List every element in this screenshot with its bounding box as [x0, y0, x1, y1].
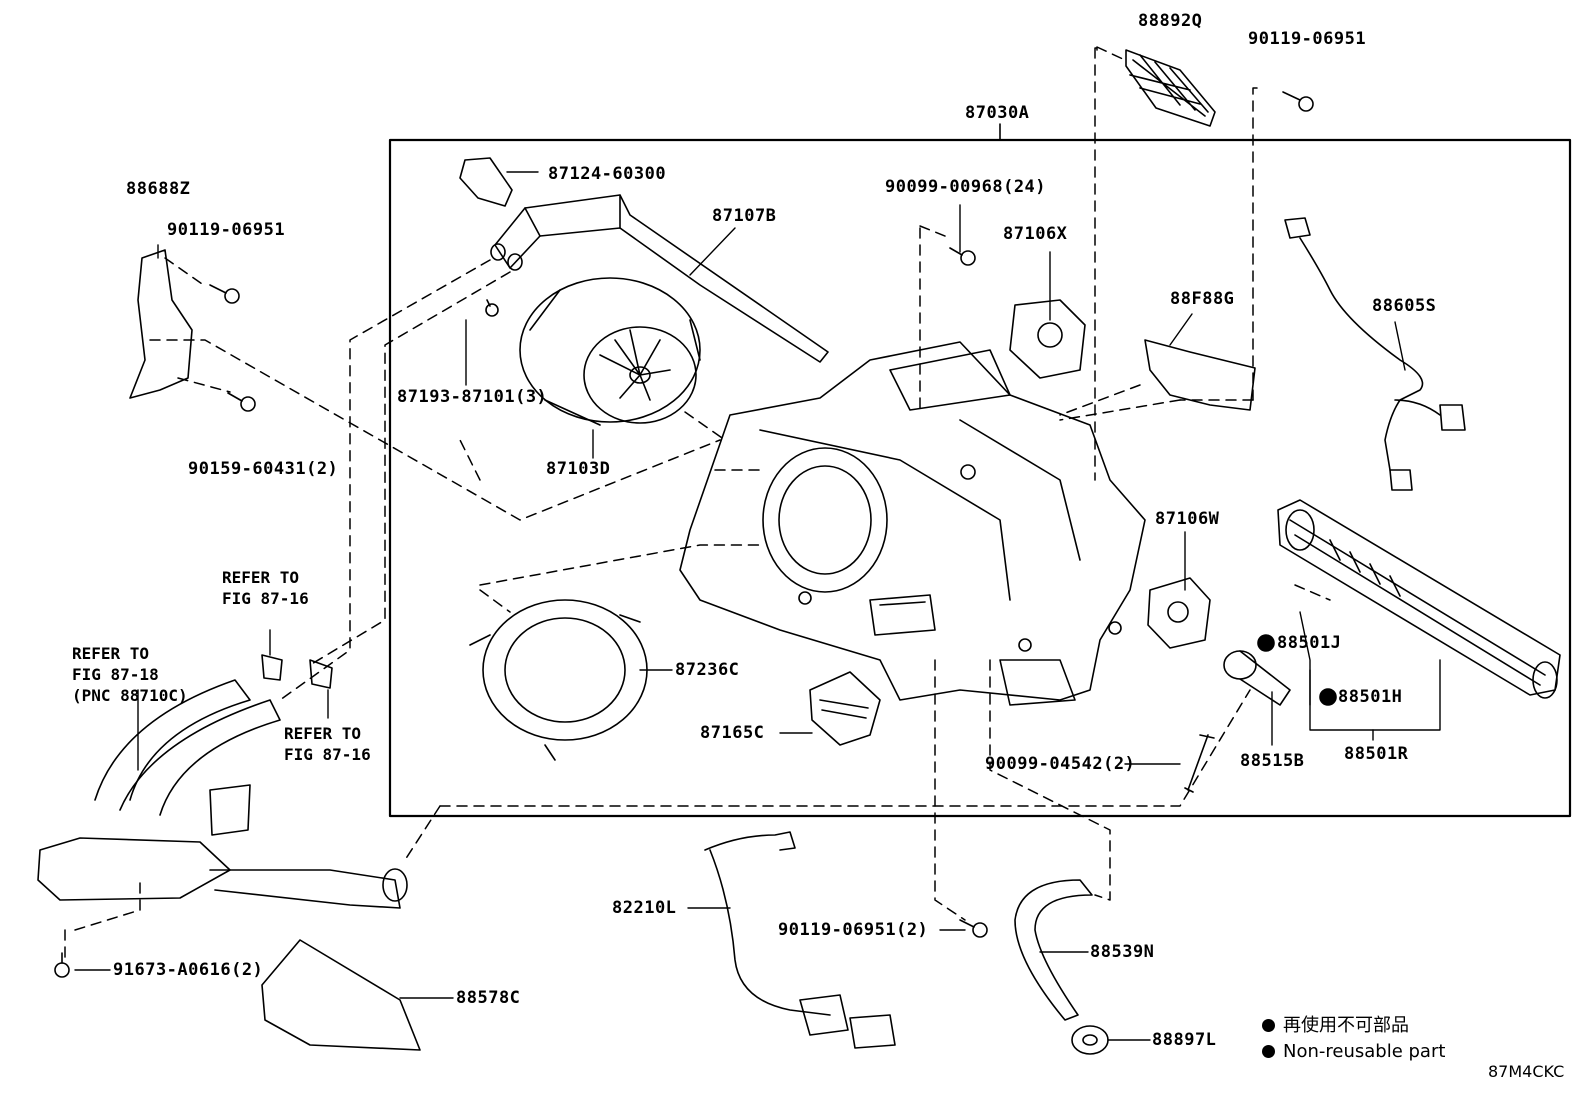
- part-refer-fig-87-18-duct: [37, 679, 408, 909]
- label-87165C: 87165C: [700, 723, 765, 743]
- figure-code: 87M4CKC: [1488, 1062, 1565, 1081]
- label-88688Z: 88688Z: [126, 179, 191, 199]
- label-88539N: 88539N: [1090, 942, 1155, 962]
- part-87124-connector: [459, 157, 513, 207]
- non-reusable-marker-88501H: [1319, 688, 1337, 706]
- label-87107B: 87107B: [712, 206, 777, 226]
- legend-non-reusable-jp: 再使用不可部品: [1262, 1014, 1409, 1038]
- label-87193-87101: 87193-87101(3): [397, 387, 548, 407]
- clip-a: [261, 654, 283, 681]
- legend-non-reusable-en: Non-reusable part: [1262, 1040, 1445, 1064]
- label-88501R: 88501R: [1344, 744, 1409, 764]
- part-82210L-harness: [704, 831, 896, 1049]
- part-87107B-duct: [490, 194, 829, 363]
- label-90099-00968: 90099-00968(24): [885, 177, 1047, 197]
- leader-lines: [74, 171, 1441, 1041]
- part-88605S-harness: [1284, 217, 1466, 491]
- legend-en-text: Non-reusable part: [1283, 1041, 1446, 1062]
- part-87106X-actuator: [1009, 299, 1086, 379]
- label-90119-06951-left: 90119-06951: [167, 220, 286, 240]
- part-88892Q-filter: [1125, 49, 1216, 127]
- label-88501J: 88501J: [1277, 633, 1342, 653]
- part-hvac-housing: [679, 341, 1146, 706]
- part-87103D-blower: [519, 277, 701, 426]
- part-90099-04542-bolt: [1184, 734, 1215, 793]
- label-88515B: 88515B: [1240, 751, 1305, 771]
- part-88539N-hose: [1014, 879, 1093, 1021]
- part-88515B-sensor: [1223, 650, 1291, 706]
- part-88501R-heater-core: [1277, 499, 1561, 699]
- label-88578C: 88578C: [456, 988, 521, 1008]
- label-88897L: 88897L: [1152, 1030, 1217, 1050]
- label-88501H: 88501H: [1338, 687, 1403, 707]
- label-90119-06951-bottom: 90119-06951(2): [778, 920, 929, 940]
- note-refer-fig-87-18: REFER TO FIG 87-18 (PNC 88710C): [72, 644, 188, 705]
- clip-b: [309, 659, 333, 689]
- legend-dot-icon: [1262, 1045, 1275, 1058]
- part-88578C-cover: [261, 939, 421, 1051]
- label-87103D: 87103D: [546, 459, 611, 479]
- note-refer-fig-87-16-b: REFER TO FIG 87-16: [284, 724, 371, 764]
- part-88F88G-bracket: [1144, 339, 1256, 411]
- label-88F88G: 88F88G: [1170, 289, 1235, 309]
- legend-jp-text: 再使用不可部品: [1283, 1015, 1409, 1036]
- legend-dot-icon: [1262, 1019, 1275, 1032]
- label-90159-60431: 90159-60431(2): [188, 459, 339, 479]
- label-87030A: 87030A: [965, 103, 1030, 123]
- label-87236C: 87236C: [675, 660, 740, 680]
- label-90119-06951-top: 90119-06951: [1248, 29, 1367, 49]
- screw-icons: [54, 91, 1314, 978]
- part-87165C-resistor: [809, 671, 881, 746]
- part-88897L-grommet: [1071, 1025, 1109, 1055]
- label-87106X: 87106X: [1003, 224, 1068, 244]
- label-90099-04542: 90099-04542(2): [985, 754, 1136, 774]
- dashed-guides: [64, 46, 1331, 961]
- note-refer-fig-87-16-a: REFER TO FIG 87-16: [222, 568, 309, 608]
- label-91673-A0616: 91673-A0616(2): [113, 960, 264, 980]
- label-87124-60300: 87124-60300: [548, 164, 667, 184]
- part-87236C-ring: [469, 599, 648, 761]
- non-reusable-marker-88501J: [1257, 634, 1275, 652]
- label-87106W: 87106W: [1155, 509, 1220, 529]
- assembly-frame: [388, 138, 1572, 818]
- part-88688Z-bracket: [129, 249, 193, 399]
- label-82210L: 82210L: [612, 898, 677, 918]
- part-87106W-actuator: [1147, 577, 1211, 649]
- label-88605S: 88605S: [1372, 296, 1437, 316]
- label-88892Q: 88892Q: [1138, 11, 1203, 31]
